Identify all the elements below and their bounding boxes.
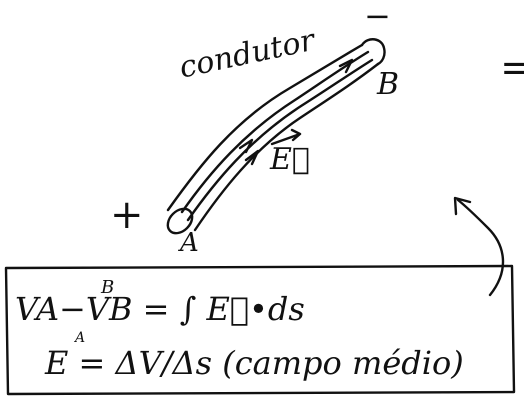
formula-potential-difference: VA−VB = ∫ E⃗•ds (15, 293, 305, 325)
integral-upper-limit: B (101, 279, 114, 297)
formula-box: VA−VB = ∫ E⃗•ds A B E = ΔV/Δs (campo méd… (5, 265, 513, 393)
label-point-b: B (377, 70, 399, 100)
formula-mean-field: E = ΔV/Δs (campo médio) (45, 347, 464, 379)
end-cap-b (362, 39, 385, 64)
label-minus-charge: − (364, 0, 391, 32)
integral-lower-limit: A (75, 331, 85, 345)
label-point-a: A (180, 230, 199, 256)
label-field-e: E⃗ (270, 145, 310, 175)
label-equals: = (500, 48, 524, 88)
label-plus-charge: + (110, 195, 144, 235)
